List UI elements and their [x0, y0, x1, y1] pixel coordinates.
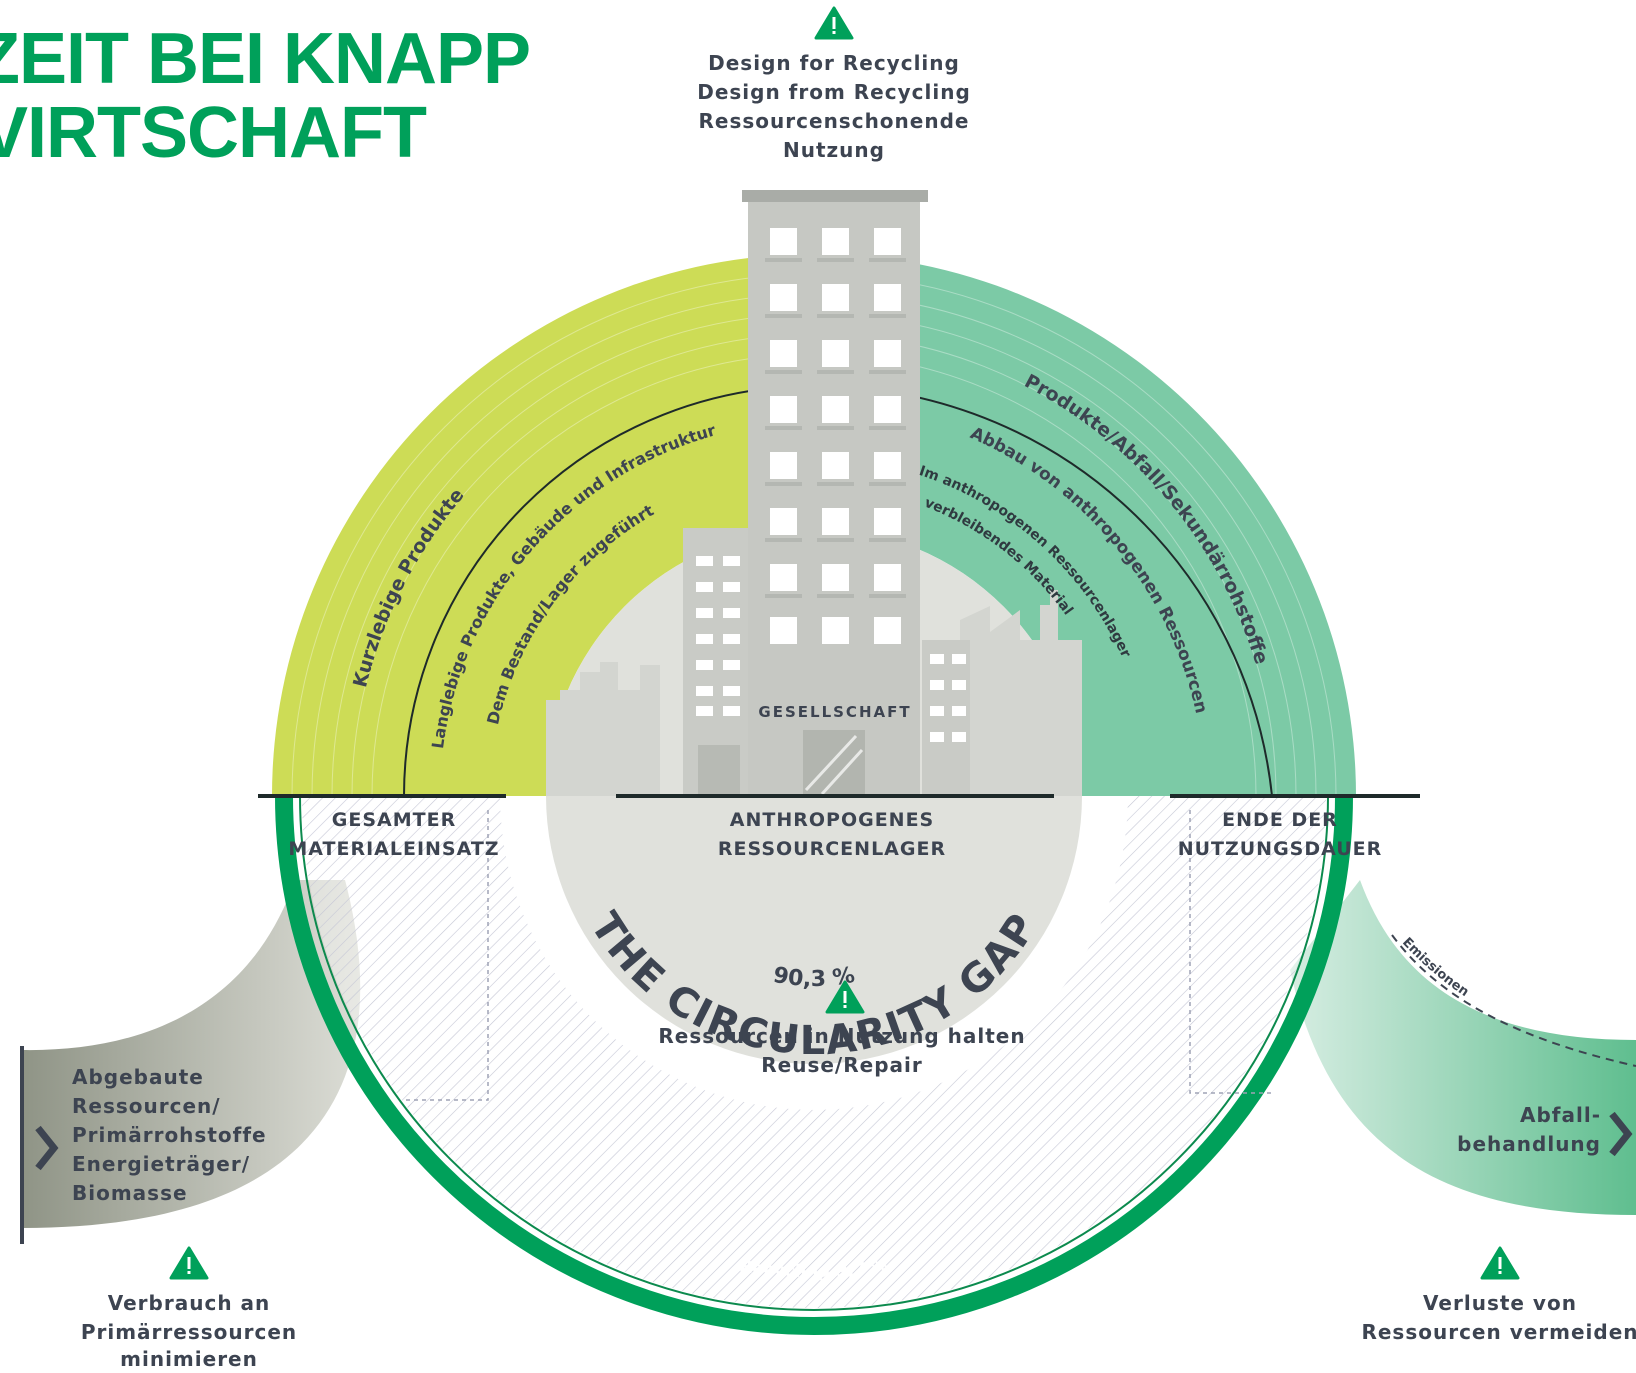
right-callout-text: Verluste von Ressourcen vermeiden: [1361, 1291, 1636, 1344]
circularity-gap-hatch: [302, 796, 1326, 1308]
center-callout-text: Ressourcen in Nutzung halten Reuse/Repai…: [658, 1024, 1025, 1077]
input-divider-arc: [403, 385, 815, 797]
waste-treatment-text: Abfall- behandlung: [1457, 1103, 1601, 1156]
svg-text:Design for Recycling: Design for Recycling: [708, 51, 960, 75]
warning-icon: [814, 6, 854, 40]
chevron-right-icon: [35, 1125, 59, 1171]
recycling-ring: [275, 795, 1353, 1335]
circularity-gap-bg: [302, 796, 1326, 1308]
svg-text:RESSOURCENLAGER: RESSOURCENLAGER: [718, 838, 946, 860]
input-arc: [272, 254, 814, 796]
svg-text:ANTHROPOGENES: ANTHROPOGENES: [730, 809, 934, 831]
svg-text:minimieren: minimieren: [120, 1347, 258, 1371]
title-line-1: ZEIT BEI KNAPP: [0, 19, 531, 99]
primary-resources-flow: [22, 880, 361, 1228]
svg-text:GESAMTER: GESAMTER: [332, 809, 456, 831]
warning-icon: [1480, 1246, 1520, 1280]
society-label: GESELLSCHAFT: [758, 703, 911, 721]
svg-text:Abgebaute: Abgebaute: [72, 1065, 204, 1089]
svg-text:Energieträger/: Energieträger/: [72, 1152, 250, 1176]
svg-text:Verluste von: Verluste von: [1423, 1291, 1577, 1315]
top-callout-text: Design for Recycling Design from Recycli…: [697, 51, 971, 162]
left-callout-text: Verbrauch an Primärressourcen minimieren: [81, 1291, 297, 1371]
svg-text:ENDE DER: ENDE DER: [1222, 809, 1338, 831]
svg-text:Verbrauch an: Verbrauch an: [108, 1291, 271, 1315]
waste-treatment-flow: [1290, 880, 1636, 1215]
svg-text:behandlung: behandlung: [1457, 1132, 1601, 1156]
warning-icon: [825, 980, 865, 1014]
svg-text:NUTZUNGSDAUER: NUTZUNGSDAUER: [1178, 838, 1383, 860]
svg-text:Reuse/Repair: Reuse/Repair: [761, 1053, 922, 1077]
svg-text:Abfall-: Abfall-: [1520, 1103, 1601, 1127]
tower-building: [742, 190, 928, 796]
svg-text:MATERIALEINSATZ: MATERIALEINSATZ: [288, 838, 499, 860]
right-building: [922, 640, 970, 796]
svg-text:Primärrohstoffe: Primärrohstoffe: [72, 1123, 267, 1147]
ring-inner-line: [299, 795, 1329, 1311]
left-building: [683, 528, 753, 796]
svg-text:Ressourcen/: Ressourcen/: [72, 1094, 221, 1118]
dashed-guides: [402, 810, 1272, 1101]
svg-text:Biomasse: Biomasse: [72, 1181, 188, 1205]
svg-text:Primärressourcen: Primärressourcen: [81, 1320, 297, 1344]
svg-text:Ressourcen vermeiden: Ressourcen vermeiden: [1361, 1320, 1636, 1344]
chevron-right-icon: [1609, 1111, 1633, 1157]
output-arc: [814, 254, 1356, 796]
primary-resources-text: Abgebaute Ressourcen/ Primärrohstoffe En…: [72, 1065, 267, 1205]
end-section-label: ENDE DER NUTZUNGSDAUER: [1178, 809, 1383, 860]
emissions-dashed-line: [1391, 934, 1636, 1067]
svg-text:Ressourcenschonende: Ressourcenschonende: [699, 109, 970, 133]
svg-text:Nutzung: Nutzung: [783, 138, 885, 162]
page-title: ZEIT BEI KNAPP VIRTSCHAFT: [0, 19, 531, 173]
svg-text:Design from Recycling: Design from Recycling: [697, 80, 971, 104]
svg-text:Ressourcen in Nutzung halten: Ressourcen in Nutzung halten: [658, 1024, 1025, 1048]
city-skyline: [546, 590, 1082, 796]
warning-icon: [169, 1246, 209, 1280]
stock-section-label: ANTHROPOGENES RESSOURCENLAGER: [718, 809, 946, 860]
title-line-2: VIRTSCHAFT: [0, 93, 427, 173]
input-section-label: GESAMTER MATERIALEINSATZ: [288, 809, 499, 860]
